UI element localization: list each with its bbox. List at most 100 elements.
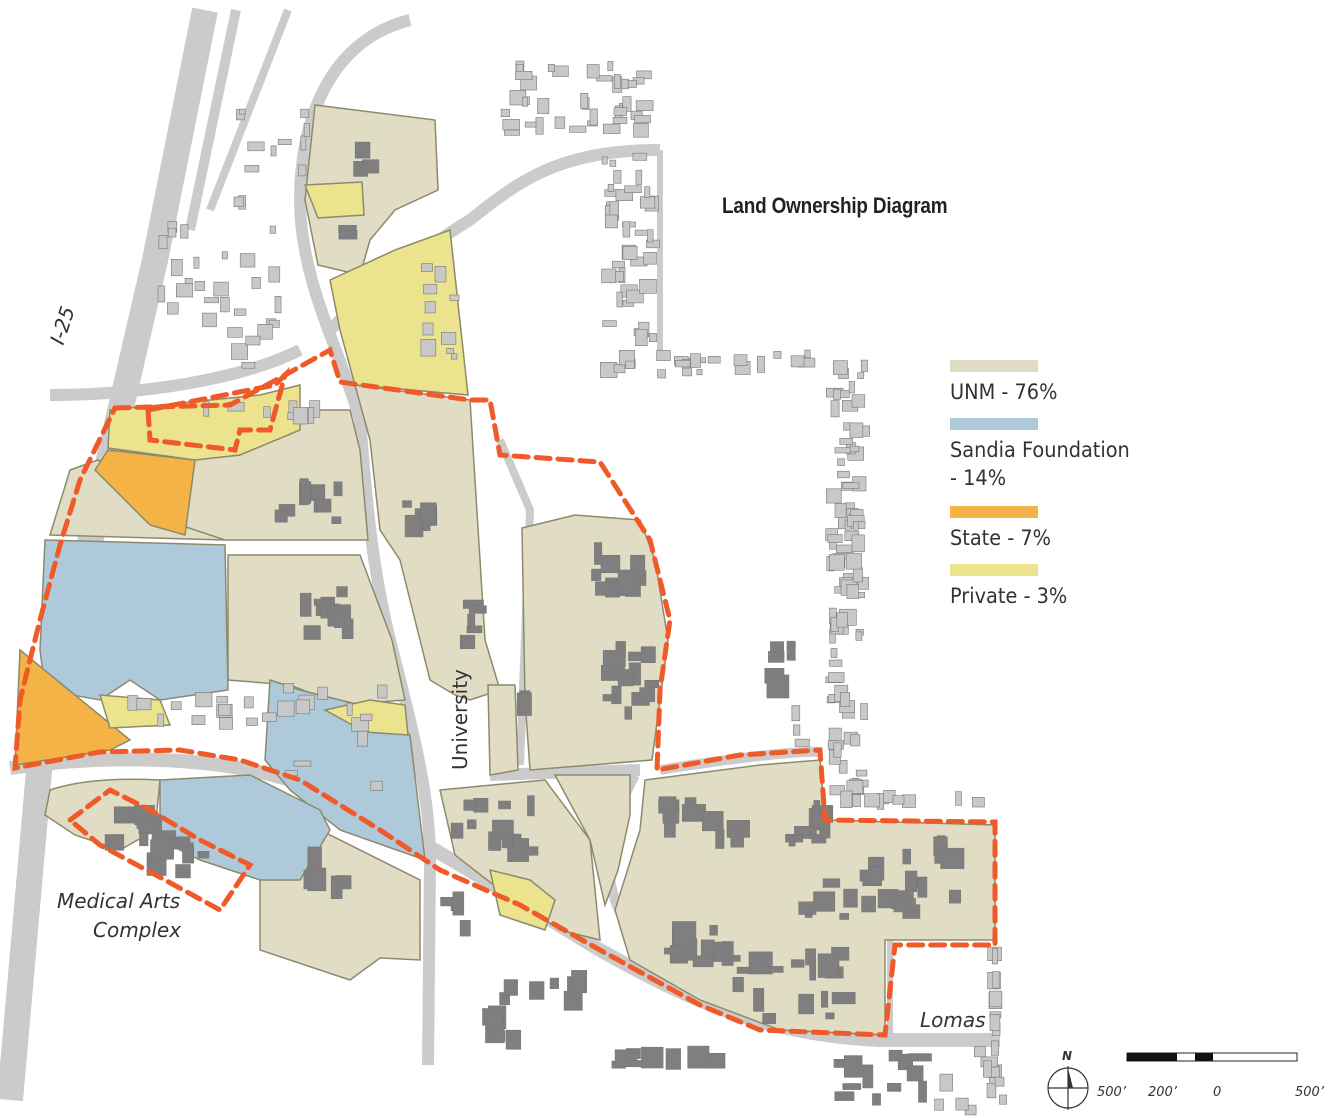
residential-building (974, 1046, 986, 1058)
building (664, 947, 689, 955)
residential-building (696, 369, 703, 376)
residential-building (233, 196, 244, 207)
residential-building (589, 108, 598, 126)
boundary-medical-arts (65, 787, 254, 914)
residential-building (257, 323, 273, 340)
legend-label-sandia: Sandia Foundation - 14% (950, 438, 1130, 490)
residential-building (357, 730, 368, 747)
residential-building (840, 692, 851, 707)
residential-building (500, 108, 510, 117)
building (563, 990, 583, 1011)
residential-building (245, 335, 261, 346)
residential-building (615, 189, 634, 201)
residential-building (837, 470, 850, 479)
building (868, 866, 882, 885)
residential-building (292, 407, 309, 425)
residential-building (830, 648, 838, 658)
residential-building (317, 686, 328, 700)
residential-building (547, 64, 555, 73)
parcel-unm-north (304, 104, 439, 276)
building (907, 1053, 932, 1062)
building (768, 651, 785, 663)
building (766, 674, 790, 699)
residential-building (892, 795, 905, 805)
building (888, 1049, 903, 1062)
residential-building (612, 260, 625, 269)
residential-building (346, 702, 353, 716)
building (591, 568, 602, 581)
legend-item-private: Private - 3% (950, 564, 1190, 622)
legend-label-unm: UNM - 76% (950, 380, 1058, 404)
building (617, 569, 635, 595)
residential-building (829, 785, 845, 796)
residential-building (849, 422, 864, 438)
residential-building (656, 350, 671, 361)
residential-building (246, 717, 258, 726)
residential-building (244, 165, 260, 173)
residential-building (634, 115, 651, 124)
residential-building (830, 400, 840, 418)
building (571, 970, 587, 994)
residential-building (846, 780, 864, 794)
residential-building (643, 252, 657, 265)
building (482, 1008, 504, 1026)
residential-building (615, 270, 624, 282)
building (813, 800, 821, 816)
residential-building (860, 359, 868, 372)
building (887, 1083, 902, 1092)
residential-building (231, 343, 249, 360)
building (602, 694, 616, 702)
building (336, 586, 348, 598)
residential-building (902, 794, 916, 808)
residential-building (424, 301, 436, 314)
residential-building (790, 355, 805, 368)
residential-building (422, 322, 434, 336)
residential-building (195, 692, 213, 708)
residential-building (994, 1076, 1005, 1087)
building (467, 613, 476, 627)
residential-building (193, 256, 200, 269)
parcel-unm-south-mid (553, 774, 631, 908)
residential-building (621, 78, 629, 90)
residential-building (791, 705, 801, 722)
building (529, 981, 545, 1000)
residential-building (833, 388, 841, 400)
residential-building (268, 266, 281, 283)
residential-building (221, 251, 228, 260)
legend-item-sandia: Sandia Foundation - 14% (950, 418, 1190, 506)
residential-building (239, 108, 246, 115)
building (948, 889, 961, 904)
residential-building (158, 235, 168, 250)
legend-swatch-state (950, 506, 1038, 518)
residential-building (989, 1014, 1001, 1031)
residential-building (263, 406, 271, 418)
north-arrow-icon (1047, 1066, 1089, 1110)
building (501, 832, 513, 849)
building (450, 822, 464, 839)
residential-building (370, 780, 383, 791)
residential-building (639, 278, 657, 294)
residential-building (283, 683, 294, 694)
residential-building (983, 1060, 993, 1078)
building (307, 846, 322, 870)
residential-building (420, 338, 437, 357)
residential-building (955, 1097, 969, 1111)
residential-building (840, 790, 853, 809)
residential-building (829, 541, 837, 550)
building (468, 605, 487, 614)
residential-building (157, 713, 164, 727)
building (303, 625, 321, 640)
residential-building (839, 389, 850, 398)
building (641, 1046, 664, 1069)
residential-building (639, 196, 656, 209)
building (354, 141, 371, 159)
residential-building (828, 659, 843, 667)
building (904, 870, 918, 893)
building (833, 1059, 846, 1068)
residential-building (180, 224, 189, 239)
residential-building (625, 360, 635, 369)
legend-swatch-private (950, 564, 1038, 576)
building (104, 834, 125, 851)
residential-building (613, 170, 622, 184)
residential-building (203, 401, 210, 417)
